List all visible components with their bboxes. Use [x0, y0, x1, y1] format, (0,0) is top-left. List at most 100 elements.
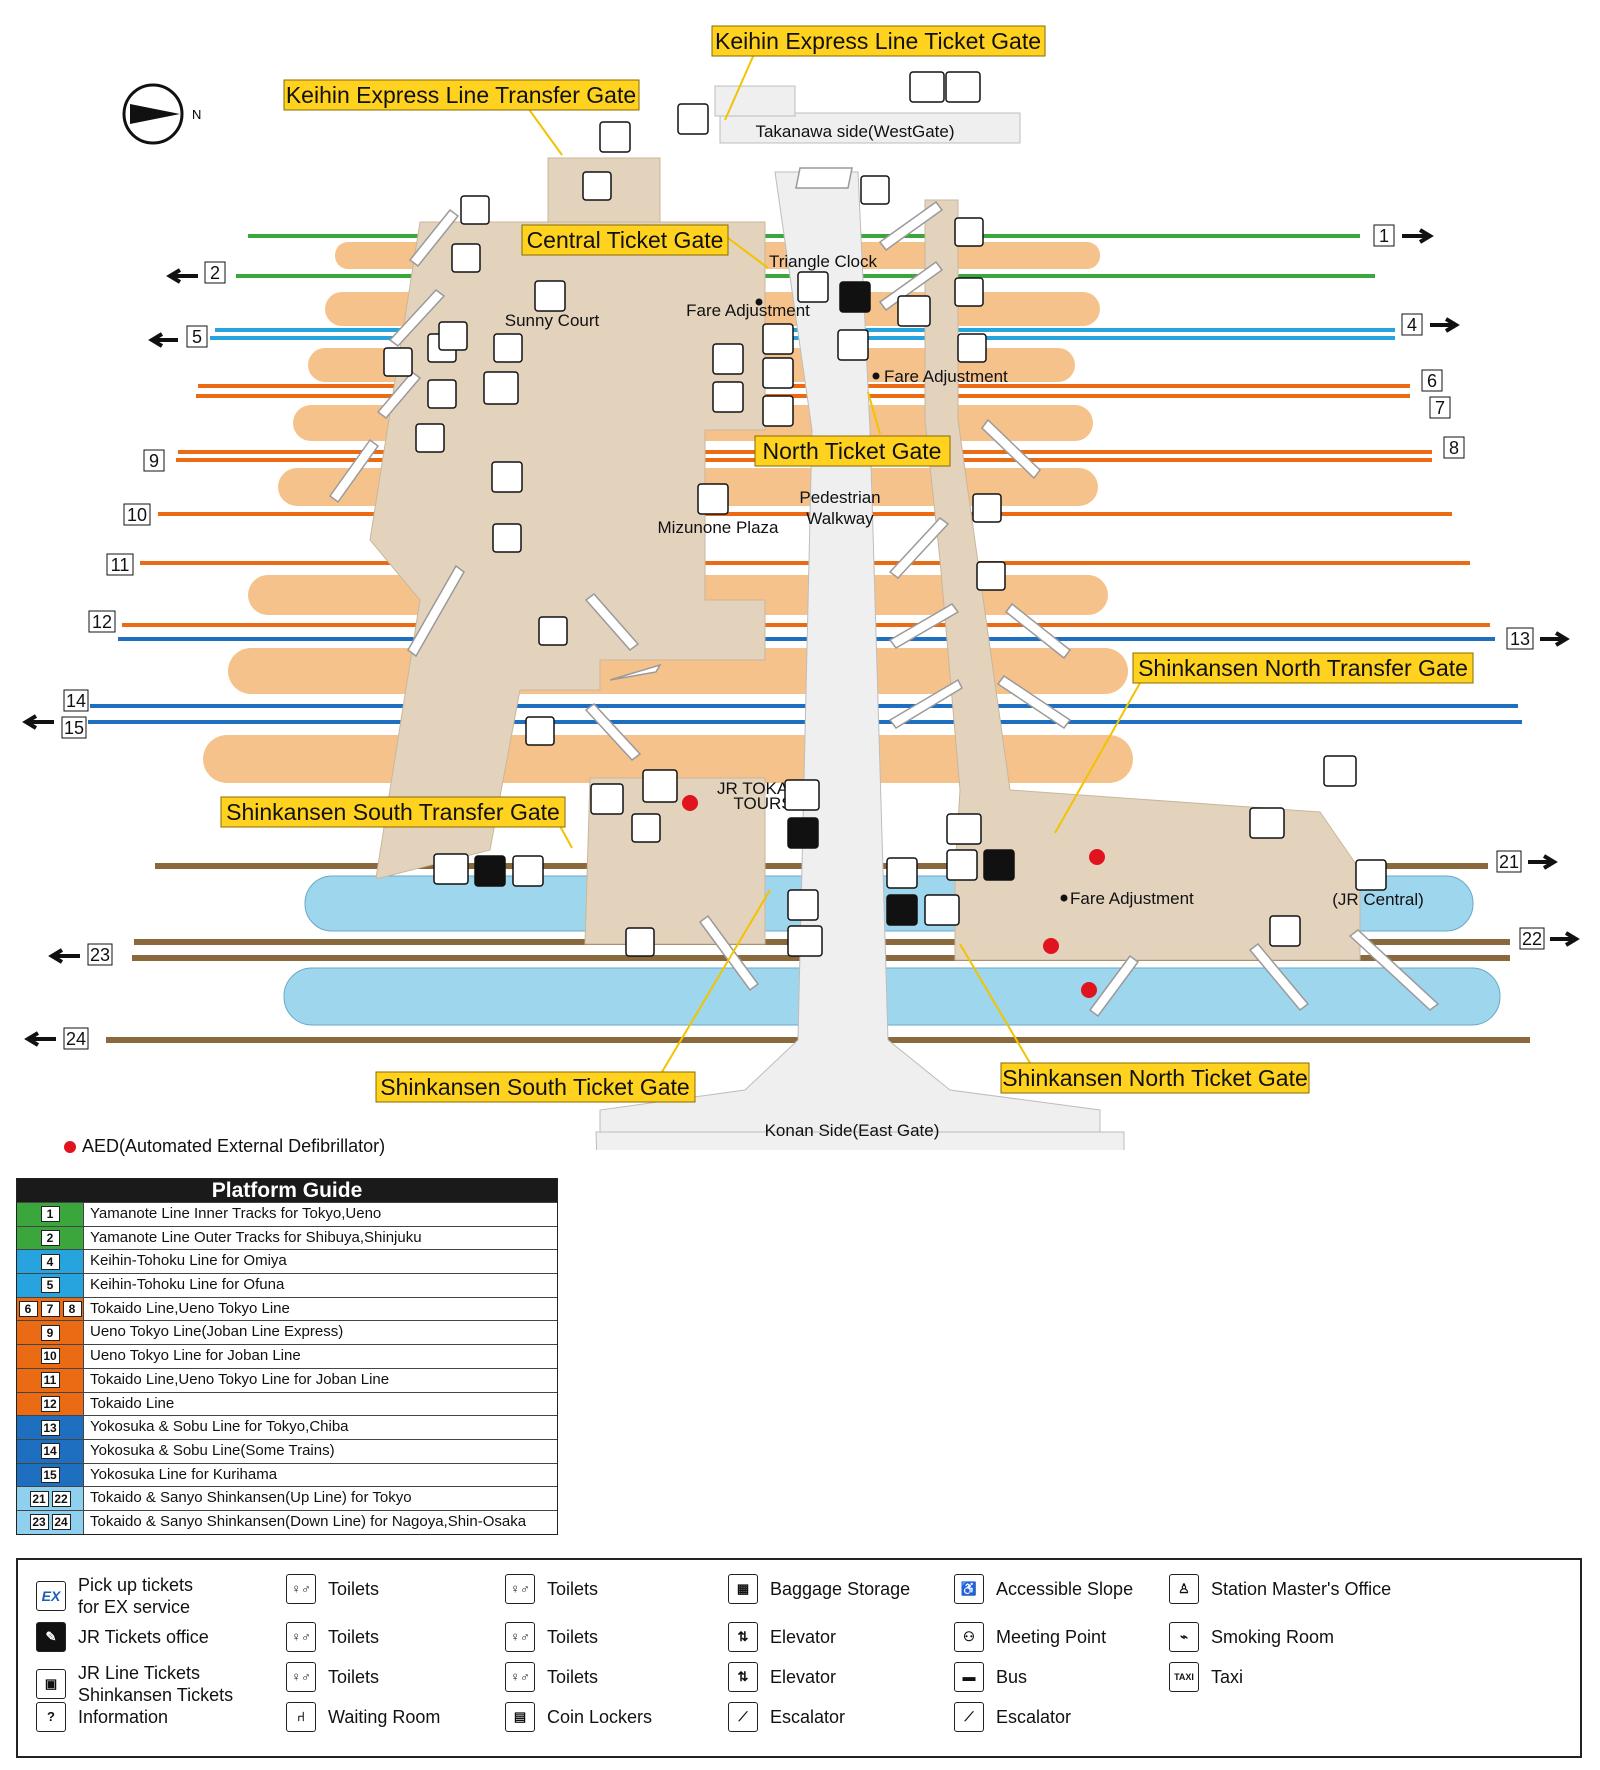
concourse: [369, 157, 1361, 961]
coin-lockers-icon: [957, 333, 987, 363]
legend-label: Accessible Slope: [996, 1579, 1134, 1599]
elevator-icon: [460, 195, 490, 225]
platform-8-9-east: [965, 405, 1085, 441]
platform-number-badge: 23: [29, 1514, 49, 1531]
platform-tag-14: [63, 689, 89, 712]
platform-guide-text: Yokosuka Line for Kurihama: [90, 1465, 278, 1483]
legend-item: ⟋Escalator: [728, 1702, 845, 1732]
elevator-icon: [438, 321, 468, 351]
aed-note-text: AED(Automated External Defibrillator): [82, 1136, 386, 1156]
legend-label: Meeting Point: [996, 1627, 1107, 1647]
toilets-baby-icon: [712, 343, 744, 375]
coin-lockers-icon: [972, 493, 1002, 523]
place-labels: Takanawa side(WestGate) Konan Side(East …: [505, 122, 1424, 1140]
jr-line-tickets-icon: [787, 889, 819, 921]
arrow-left: [166, 268, 198, 284]
legend-item: ▣JR Line Tickets Shinkansen Tickets: [36, 1662, 233, 1706]
platform-guide-text: Keihin-Tohoku Line for Omiya: [90, 1252, 287, 1270]
legend-label: Toilets: [328, 1627, 380, 1647]
elevator-icon: [625, 927, 655, 957]
platform-tag-1-text: 1: [1379, 226, 1389, 246]
jr-line-tickets-icon: [491, 461, 523, 493]
platform-guide-text: Yokosuka & Sobu Line for Tokyo,Chiba: [90, 1418, 349, 1436]
platform-tag-4-text: 4: [1407, 315, 1417, 335]
legend-label: Pick up tickets for EX service: [78, 1575, 194, 1617]
platform-guide-number-cell: 12: [17, 1392, 84, 1416]
smoking-room-icon: [590, 783, 624, 815]
fare-adjustment-shinkansen-label: Fare Adjustment: [1070, 889, 1194, 908]
fare-adjustment-central-label: Fare Adjustment: [686, 301, 810, 320]
platform-tag-21-text: 21: [1499, 852, 1519, 872]
arrow-left: [22, 714, 54, 730]
smoking-room-icon: ⌁: [1169, 1622, 1199, 1652]
escalator: [328, 438, 380, 504]
baggage-storage-icon: ▦: [728, 1574, 758, 1604]
platform-guide-number-cell: 13: [17, 1416, 84, 1439]
keihin-transfer-gate-label: Keihin Express Line Transfer Gate: [286, 82, 636, 108]
legend-label: Toilets: [328, 1667, 380, 1687]
arrow-right: [1550, 931, 1580, 947]
platform-tag-13-text: 13: [1510, 629, 1530, 649]
escalator: [1004, 602, 1072, 660]
station-master-icon: ♙: [1169, 1574, 1199, 1604]
jr-tokai-label: JR TOKAI: [717, 779, 793, 798]
platform-tag-13: [1506, 627, 1534, 650]
platform-guide-number-cell: 14: [17, 1439, 84, 1463]
platform-tag-5: [186, 325, 208, 348]
gate-label-box: [1000, 1062, 1310, 1094]
legend-item: ▬Bus: [954, 1662, 1027, 1692]
jr-line-tickets-icon: [886, 857, 918, 889]
toilets-icon: ♀♂: [286, 1574, 316, 1604]
konan-concourse: [595, 1131, 1125, 1150]
coin-lockers-icon: [954, 217, 984, 247]
escalator: [981, 418, 1041, 480]
platform-number-badge: 15: [40, 1466, 60, 1483]
platform-tag-12-text: 12: [92, 612, 112, 632]
platform-tag-22-text: 22: [1522, 929, 1542, 949]
platform-number-badge: 24: [51, 1514, 71, 1531]
shinkansen-south-transfer-gate-label: Shinkansen South Transfer Gate: [226, 799, 560, 825]
legend-item: ⌁Smoking Room: [1169, 1622, 1334, 1652]
platform-tag-24: [63, 1027, 89, 1050]
platform-guide-text: Keihin-Tohoku Line for Ofuna: [90, 1276, 285, 1294]
takanawa-deck: [719, 112, 1021, 144]
shinkansen-south-ticket-gate-label: Shinkansen South Ticket Gate: [380, 1074, 689, 1100]
escalator: [1348, 929, 1440, 1011]
platform-guide-number-cell: 9: [17, 1321, 84, 1345]
escalator: [878, 260, 944, 312]
jr-central-label: (JR Central): [1332, 890, 1424, 909]
east-concourse: [924, 199, 1361, 961]
platform-guide-text: Tokaido Line: [90, 1394, 175, 1412]
platform-tag-5-text: 5: [192, 327, 202, 347]
toilets-icon: [1249, 807, 1285, 839]
elevator-icon: [525, 716, 555, 746]
south-concourse: [584, 777, 766, 945]
pointer: [527, 107, 563, 156]
fare-adjustment-marker: [872, 372, 880, 380]
jr-tickets-office-icon: [983, 849, 1015, 881]
platform-tag-7-text: 7: [1435, 398, 1445, 418]
platform-tag-15-text: 15: [64, 718, 84, 738]
platform-guide-text: Yokosuka & Sobu Line(Some Trains): [90, 1441, 335, 1459]
legend-item: ⑁Waiting Room: [286, 1702, 440, 1732]
escalator: [888, 678, 963, 729]
ex-service-icon: [924, 894, 960, 926]
pedestrian-walkway: [599, 171, 1101, 1150]
compass: N: [122, 83, 201, 145]
coin-lockers-icon: [954, 277, 984, 307]
legend-item: ⚇Meeting Point: [954, 1622, 1106, 1652]
escalator: [584, 592, 640, 652]
elevator-icon: [538, 616, 568, 646]
legend-item: ?Information: [36, 1702, 168, 1732]
platform-guide-row: 14 Yokosuka & Sobu Line(Some Trains): [17, 1438, 557, 1463]
legend-label: JR Line Tickets Shinkansen Tickets: [78, 1663, 234, 1705]
platform-guide-row: 12 Tokaido Line: [17, 1391, 557, 1416]
compass-needle: [130, 104, 180, 124]
ex-service-icon: [784, 779, 820, 811]
triangle-clock-label: Triangle Clock: [769, 252, 878, 271]
toilets-accessible-icon: ♀♂: [286, 1622, 316, 1652]
